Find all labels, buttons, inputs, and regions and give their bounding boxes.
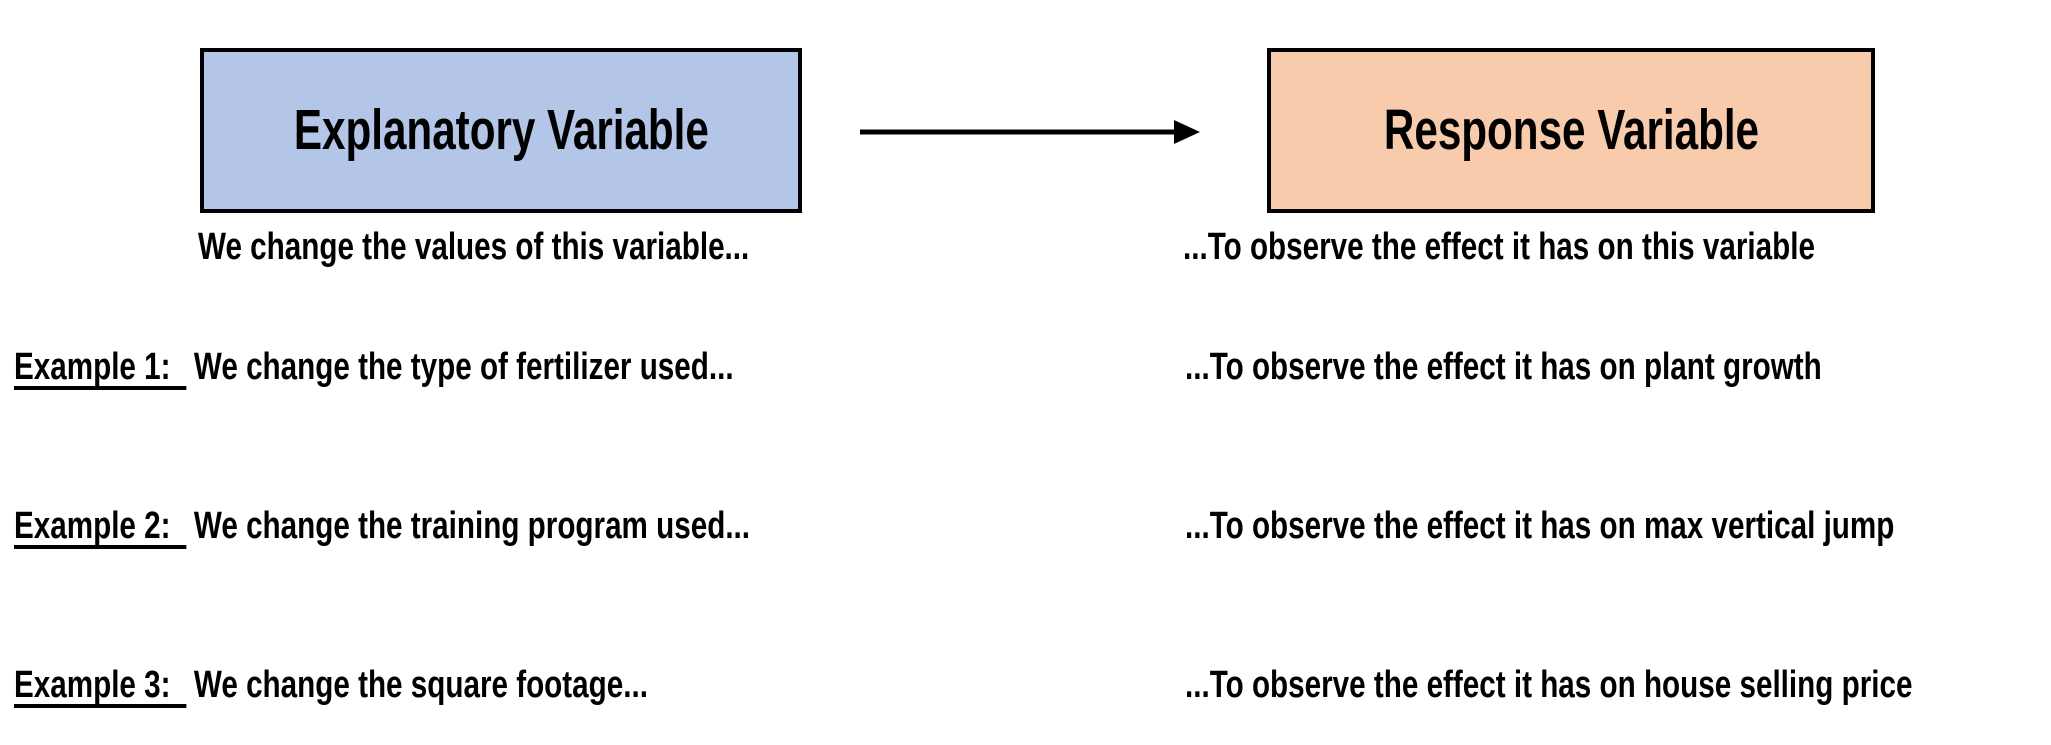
- example-1-effect-text: ...To observe the effect it has on plant…: [1185, 346, 1822, 388]
- example-3-label: Example 3:: [14, 666, 187, 708]
- example-3-effect-text: ...To observe the effect it has on house…: [1185, 664, 1913, 706]
- right-arrow-icon: [860, 120, 1200, 144]
- response-variable-title: Response Variable: [1383, 98, 1759, 162]
- example-3-cause-text: We change the square footage...: [193, 664, 648, 706]
- explanatory-variable-title: Explanatory Variable: [293, 98, 709, 162]
- explanatory-variable-box: Explanatory Variable: [200, 48, 802, 213]
- example-1-label: Example 1:: [14, 348, 187, 390]
- example-2-effect-text: ...To observe the effect it has on max v…: [1185, 505, 1895, 547]
- explanatory-caption: We change the values of this variable...: [198, 226, 750, 268]
- example-1-cause-text: We change the type of fertilizer used...: [193, 346, 734, 388]
- response-variable-box: Response Variable: [1267, 48, 1875, 213]
- example-row-1-cause: Example 1:We change the type of fertiliz…: [14, 348, 734, 390]
- example-row-2-cause: Example 2:We change the training program…: [14, 507, 750, 549]
- example-2-cause-text: We change the training program used...: [193, 505, 751, 547]
- example-2-label: Example 2:: [14, 507, 187, 549]
- response-caption: ...To observe the effect it has on this …: [1183, 226, 1815, 268]
- example-row-3-cause: Example 3:We change the square footage..…: [14, 666, 648, 708]
